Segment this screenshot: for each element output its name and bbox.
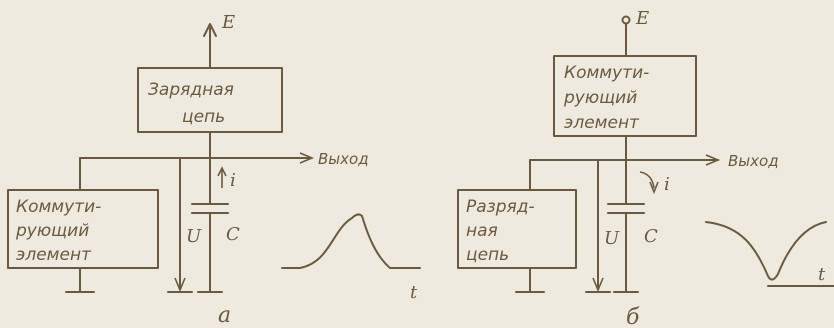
output-arrow-b [705, 154, 721, 166]
current-label-b: i [664, 174, 670, 195]
current-arrowhead-a [217, 166, 227, 177]
waveform-a [281, 213, 421, 269]
voltage-arrowhead-b [592, 277, 604, 293]
discharge-block-line-2: ная [466, 221, 498, 241]
output-label-a: Выход [318, 150, 369, 168]
supply-arrow-a [203, 23, 217, 37]
switch-block-a-line-1: Комму­ти- [16, 197, 101, 217]
capacitor-label-b: C [644, 226, 658, 247]
output-arrow-a [299, 152, 315, 164]
discharge-block [457, 189, 577, 269]
voltage-arrowhead-a [174, 277, 186, 293]
diagram-b: E Коммути- рующий элемент Выход Разряд- … [457, 8, 834, 328]
current-arrowhead-b [649, 181, 659, 195]
supply-label-b: E [635, 8, 649, 29]
switch-block-b-line-2: рующий [563, 88, 637, 108]
current-label-a: i [230, 170, 236, 191]
voltage-label-a: U [186, 226, 202, 247]
charging-block-line-1: Зарядная [148, 80, 234, 100]
charging-block-line-2: цепь [182, 107, 225, 127]
output-label-b: Выход [728, 152, 779, 170]
diagram-a: E Зарядная цепь Выход Комму­ти- рующий э… [7, 12, 421, 328]
switch-block-a-line-3: элемент [16, 245, 92, 265]
supply-label-a: E [221, 12, 235, 33]
waveform-b [705, 221, 827, 281]
caption-b: б [626, 305, 640, 328]
switch-block-a-line-2: рующий [15, 221, 89, 241]
switch-block-b-line-3: элемент [564, 113, 640, 133]
voltage-label-b: U [604, 228, 620, 249]
capacitor-label-a: C [226, 224, 240, 245]
supply-terminal-b [621, 15, 631, 25]
time-label-a: t [410, 282, 418, 303]
time-label-b: t [818, 264, 826, 285]
caption-a: a [218, 303, 231, 328]
current-arrow-b [639, 171, 655, 189]
switch-block-b-line-1: Коммути- [564, 63, 649, 83]
switching-element-a [7, 189, 159, 269]
discharge-block-line-1: Разряд- [466, 197, 535, 217]
discharge-block-line-3: цепь [466, 245, 509, 265]
